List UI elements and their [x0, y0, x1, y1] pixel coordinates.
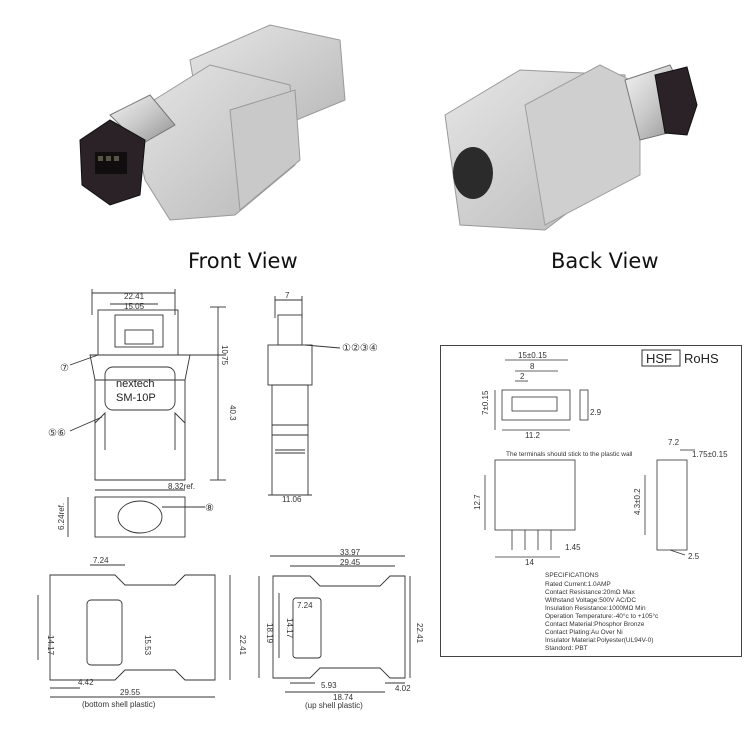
dim-inner-width: 15.05 [124, 302, 145, 311]
ss-spec-line: Contact Material:Phosphor Bronze [545, 621, 645, 628]
bshell-dim-top: 7.24 [93, 556, 109, 565]
front-view-photo [79, 24, 346, 221]
bshell-dim-foot: 4.42 [78, 678, 94, 687]
ss-dim-b1: 1.45 [565, 543, 581, 552]
bshell-caption: (bottom shell plastic) [82, 700, 156, 709]
ss-spec-line: Standord: PBT [545, 645, 588, 652]
ushell-dim-foot1: 5.93 [321, 681, 337, 690]
ushell-dim-right: 22.41 [415, 623, 424, 644]
ss-dim-h3: 12.7 [473, 494, 482, 510]
label-brand: nextech [116, 378, 155, 390]
dim-plug-height: 10.75 [220, 345, 229, 366]
ss-spec-line: Rated Current:1.0AMP [545, 581, 611, 588]
front-view-caption: Front View [188, 249, 298, 273]
back-view-caption: Back View [551, 249, 659, 273]
ss-dim-s2: 1.75±0.15 [692, 450, 728, 459]
ss-spec-line: Contact Plating:Au Over Ni [545, 629, 623, 636]
ushell-caption: (up shell plastic) [305, 701, 363, 710]
side-dim-top: 7 [285, 291, 290, 300]
ss-dim-b3: 2.5 [688, 552, 700, 561]
label-model: SM-10P [116, 392, 156, 404]
back-view-photo [444, 64, 698, 231]
dim-ref-height: 6.24ref. [57, 503, 66, 530]
dim-ref-width: 8.32ref. [168, 482, 195, 491]
side-drawing: 7 11.06 ①②③④ [267, 291, 378, 504]
dim-top-width: 22.41 [124, 292, 145, 301]
ss-specs-title: SPECIFICATIONS [545, 572, 599, 579]
ss-dim-h2: 2.9 [590, 408, 602, 417]
bshell-dim-left: 14.17 [46, 635, 55, 656]
ss-spec-line: Contact Resistance:20mΩ Max [545, 589, 636, 596]
ushell-dim-foot2: 18.74 [333, 693, 354, 702]
ushell-dim-mid: 14.17 [285, 618, 294, 639]
callout-7: ⑦ [60, 363, 69, 374]
bshell-dim-width: 29.55 [120, 688, 141, 697]
bshell-dim-mid: 15.53 [143, 635, 152, 656]
ushell-dim-foot3: 4.02 [395, 684, 411, 693]
ss-dim-w4: 11.2 [525, 431, 541, 440]
ss-dim-b2: 14 [525, 558, 534, 567]
up-shell-drawing: 33.97 29.45 18.19 14.17 7.24 22.41 5.93 … [258, 548, 424, 710]
ss-dim-w3: 2 [520, 372, 525, 381]
ss-dim-h1: 7±0.15 [481, 390, 490, 415]
side-dim-base: 11.06 [282, 495, 302, 504]
bshell-dim-right: 22.41 [238, 635, 247, 656]
callout-8: ⑧ [205, 503, 214, 514]
hsf-box: HSF [646, 351, 672, 366]
ss-dim-w1: 15±0.15 [518, 351, 547, 360]
ss-spec-line: Operation Temperature:-40°c to +105°c [545, 612, 659, 620]
callout-56: ⑤⑥ [48, 428, 66, 439]
ss-dim-s1: 7.2 [668, 438, 680, 447]
rohs-text: RoHS [684, 351, 719, 366]
side-callout: ①②③④ [342, 343, 378, 354]
ss-dim-w2: 8 [530, 362, 535, 371]
ss-spec-line: Insulator Material:Polyester(UL94V-0) [545, 637, 653, 644]
ushell-dim-left: 18.19 [265, 623, 274, 644]
ss-spec-line: Insulation Resistance:1000MΩ Min [545, 605, 646, 612]
front-drawing: 22.41 15.05 10.75 40.3 8.32ref. 6.24ref.… [48, 289, 237, 538]
bottom-shell-drawing: 7.24 14.17 15.53 22.41 4.42 29.55 (botto… [37, 556, 247, 709]
ss-dim-h4: 4.3±0.2 [633, 488, 642, 515]
ss-spec-list: Rated Current:1.0AMP Contact Resistance:… [545, 581, 659, 652]
ss-spec-line: Withstand Voltage:500V AC/DC [545, 597, 636, 604]
dim-total-height: 40.3 [228, 405, 237, 421]
ushell-dim-window: 7.24 [297, 601, 313, 610]
ss-note: The terminals should stick to the plasti… [506, 451, 633, 458]
spec-sheet: HSF RoHS 15±0.15 8 2 7±0.15 2.9 11.2 7.2… [440, 345, 742, 657]
ushell-dim-overall: 33.97 [340, 548, 361, 557]
ushell-dim-inner: 29.45 [340, 558, 361, 567]
